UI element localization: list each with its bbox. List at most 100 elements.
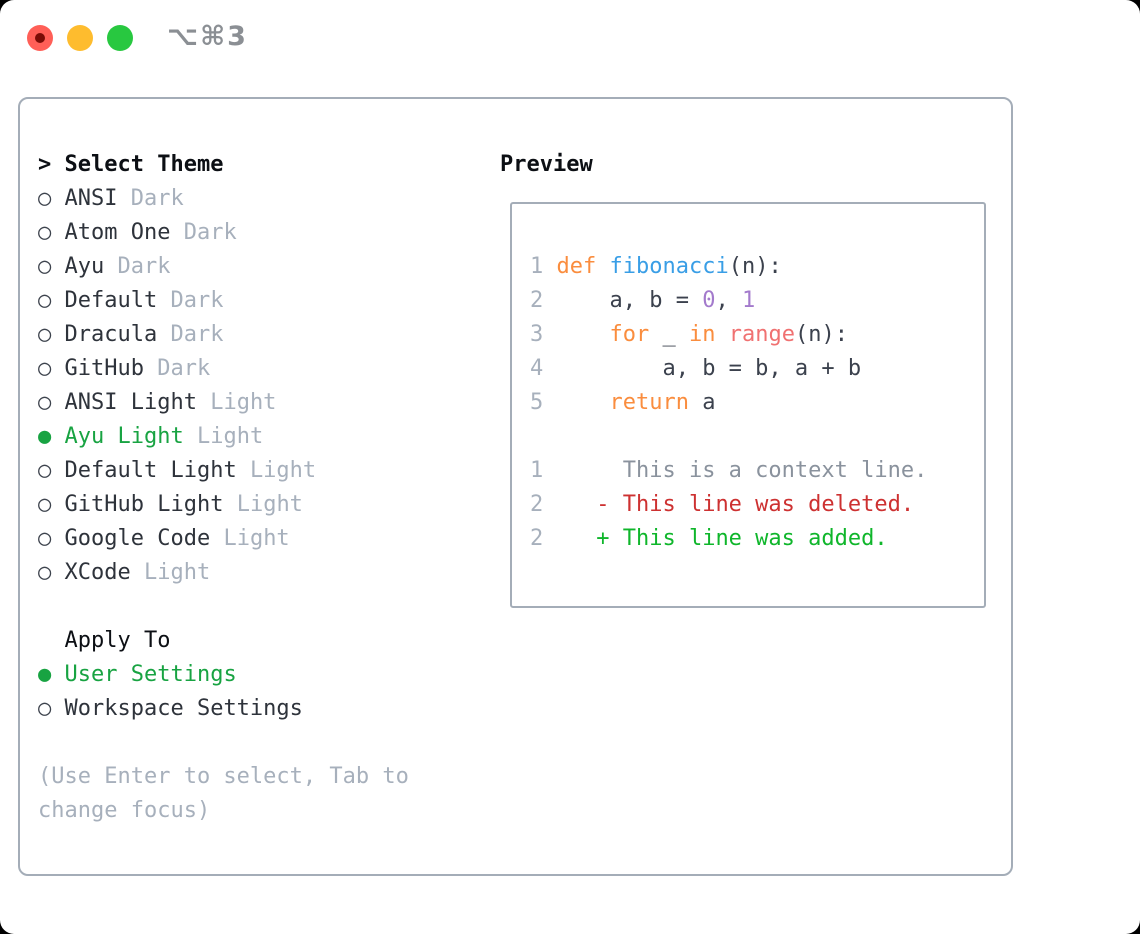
apply-option-label: User Settings xyxy=(64,662,237,687)
theme-list: > Select Theme ○ ANSI Dark○ Atom One Dar… xyxy=(38,148,468,828)
theme-option-ayu-light[interactable]: ● Ayu Light Light xyxy=(38,420,468,454)
theme-option-tag: Dark xyxy=(130,186,184,211)
theme-option-tag: Light xyxy=(143,560,211,585)
radio-icon: ○ xyxy=(38,696,52,721)
radio-icon: ○ xyxy=(38,220,52,245)
radio-icon: ○ xyxy=(38,288,52,313)
theme-option-label: GitHub xyxy=(64,356,144,381)
code-line: 5 return a xyxy=(530,386,927,420)
theme-options-group: ○ ANSI Dark○ Atom One Dark○ Ayu Dark○ De… xyxy=(38,182,468,590)
prompt-icon: > xyxy=(38,152,52,177)
radio-icon: ● xyxy=(38,424,52,449)
theme-option-ayu[interactable]: ○ Ayu Dark xyxy=(38,250,468,284)
theme-option-default-light[interactable]: ○ Default Light Light xyxy=(38,454,468,488)
code-line-content: return a xyxy=(609,390,716,415)
apply-option-workspace-settings[interactable]: ○ Workspace Settings xyxy=(38,692,468,726)
theme-option-tag: Dark xyxy=(117,254,171,279)
radio-icon: ○ xyxy=(38,254,52,279)
close-button[interactable] xyxy=(27,25,53,51)
theme-option-ansi-light[interactable]: ○ ANSI Light Light xyxy=(38,386,468,420)
window-title-shortcut: ⌥⌘3 xyxy=(167,21,248,52)
line-number: 2 xyxy=(530,492,557,517)
radio-icon: ○ xyxy=(38,186,52,211)
theme-option-tag: Dark xyxy=(170,288,224,313)
traffic-lights xyxy=(27,25,133,51)
theme-option-atom-one[interactable]: ○ Atom One Dark xyxy=(38,216,468,250)
close-button-dot-icon xyxy=(35,33,45,43)
titlebar: ⌥⌘3 xyxy=(0,0,1140,75)
theme-option-default[interactable]: ○ Default Dark xyxy=(38,284,468,318)
apply-option-label: Workspace Settings xyxy=(64,696,303,721)
code-line-content: This is a context line. xyxy=(556,458,928,483)
theme-option-tag: Dark xyxy=(157,356,211,381)
radio-icon: ○ xyxy=(38,322,52,347)
theme-option-label: Ayu xyxy=(64,254,105,279)
radio-icon: ● xyxy=(38,662,52,687)
zoom-button[interactable] xyxy=(107,25,133,51)
theme-option-label: Dracula xyxy=(64,322,158,347)
theme-list-header: > Select Theme xyxy=(38,148,468,182)
radio-icon: ○ xyxy=(38,458,52,483)
theme-option-label: Default Light xyxy=(64,458,237,483)
theme-option-label: GitHub Light xyxy=(64,492,224,517)
theme-option-github-light[interactable]: ○ GitHub Light Light xyxy=(38,488,468,522)
theme-option-tag: Light xyxy=(223,526,290,551)
code-line: 4 a, b = b, a + b xyxy=(530,352,927,386)
theme-option-github[interactable]: ○ GitHub Dark xyxy=(38,352,468,386)
theme-option-label: XCode xyxy=(64,560,131,585)
code-line-content: - This line was deleted. xyxy=(556,492,915,517)
theme-option-tag: Dark xyxy=(170,322,224,347)
code-line-content: def fibonacci(n): xyxy=(556,254,782,279)
theme-list-title: Select Theme xyxy=(64,152,224,177)
code-line: 2 - This line was deleted. xyxy=(530,488,927,522)
theme-picker-panel: > Select Theme ○ ANSI Dark○ Atom One Dar… xyxy=(18,97,1013,876)
theme-option-tag: Dark xyxy=(183,220,237,245)
theme-option-label: ANSI Light xyxy=(64,390,197,415)
line-number: 1 xyxy=(530,254,557,279)
apply-to-header: Apply To xyxy=(64,628,171,653)
line-number: 2 xyxy=(530,288,557,313)
hint-text: (Use Enter to select, Tab to change focu… xyxy=(38,764,409,823)
code-line: 1 This is a context line. xyxy=(530,454,927,488)
theme-option-label: Default xyxy=(64,288,158,313)
theme-option-tag: Light xyxy=(196,424,264,449)
theme-option-label: Atom One xyxy=(64,220,171,245)
line-number: 3 xyxy=(530,322,557,347)
theme-option-tag: Light xyxy=(210,390,277,415)
minimize-button[interactable] xyxy=(67,25,93,51)
code-line-content: a, b = 0, 1 xyxy=(556,288,756,313)
code-line: 3 for _ in range(n): xyxy=(530,318,927,352)
radio-icon: ○ xyxy=(38,492,52,517)
radio-icon: ○ xyxy=(38,526,52,551)
theme-option-label: Google Code xyxy=(64,526,211,551)
theme-option-ansi[interactable]: ○ ANSI Dark xyxy=(38,182,468,216)
apply-to-section: Apply To ● User Settings○ Workspace Sett… xyxy=(38,624,468,726)
preview-title: Preview xyxy=(500,152,593,177)
code-line-content: a, b = b, a + b xyxy=(556,356,862,381)
code-line-content: + This line was added. xyxy=(556,526,888,551)
theme-option-label: ANSI xyxy=(64,186,118,211)
line-number: 5 xyxy=(530,390,557,415)
theme-option-dracula[interactable]: ○ Dracula Dark xyxy=(38,318,468,352)
code-line: 2 a, b = 0, 1 xyxy=(530,284,927,318)
theme-option-label: Ayu Light xyxy=(64,424,184,449)
code-line xyxy=(530,420,927,454)
code-line-content: for _ in range(n): xyxy=(609,322,848,347)
line-number xyxy=(530,424,543,449)
code-line: 2 + This line was added. xyxy=(530,522,927,556)
apply-to-options-group: ● User Settings○ Workspace Settings xyxy=(38,658,468,726)
line-number: 2 xyxy=(530,526,557,551)
theme-option-xcode[interactable]: ○ XCode Light xyxy=(38,556,468,590)
theme-option-tag: Light xyxy=(249,458,317,483)
apply-option-user-settings[interactable]: ● User Settings xyxy=(38,658,468,692)
radio-icon: ○ xyxy=(38,390,52,415)
radio-icon: ○ xyxy=(38,560,52,585)
line-number: 4 xyxy=(530,356,557,381)
theme-option-tag: Light xyxy=(236,492,303,517)
theme-option-google-code[interactable]: ○ Google Code Light xyxy=(38,522,468,556)
radio-icon: ○ xyxy=(38,356,52,381)
code-line: 1 def fibonacci(n): xyxy=(530,250,927,284)
